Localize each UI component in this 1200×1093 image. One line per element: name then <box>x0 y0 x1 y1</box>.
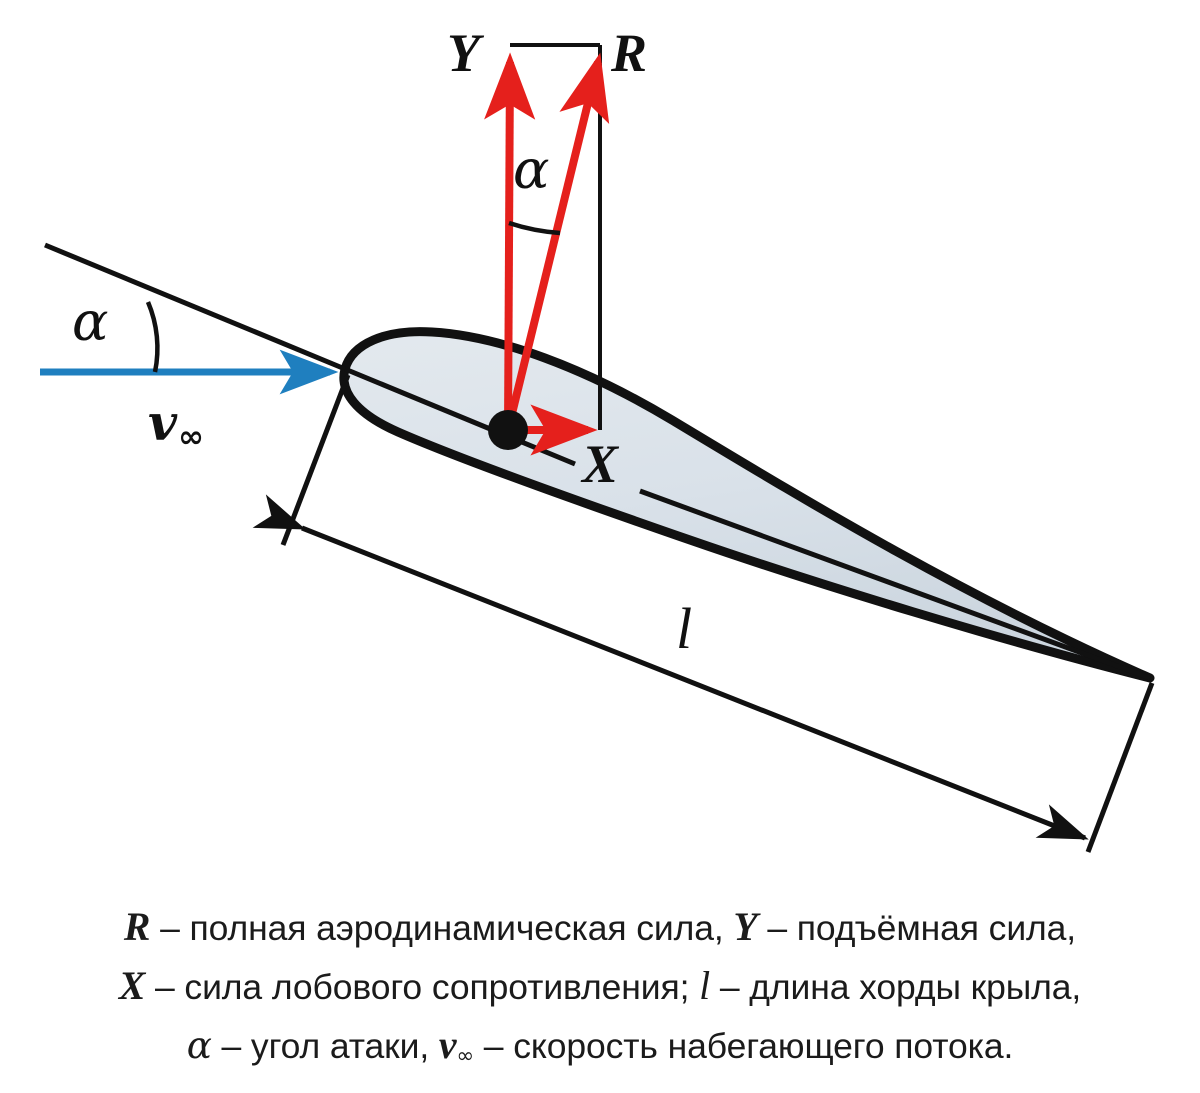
angle-of-attack-label-vectors: α <box>513 138 550 201</box>
figure-caption: R – полная аэродинамическая сила, Y – по… <box>0 898 1200 1075</box>
chord-length-label: l <box>676 596 693 661</box>
force-application-point <box>488 410 528 450</box>
caption-line-3-text-2: – скорость набегающего потока. <box>474 1025 1014 1066</box>
caption-symbol-v: v <box>438 1022 457 1067</box>
caption-symbol-alpha: α <box>186 1022 212 1067</box>
diagram-canvas <box>40 43 1155 853</box>
angle-of-attack-arc-flow <box>145 301 160 373</box>
drag-force-label: X <box>582 434 619 494</box>
resultant-force-vector-R <box>504 52 610 431</box>
lift-force-label: Y <box>447 23 480 83</box>
caption-symbol-Y: Y <box>733 905 758 949</box>
caption-symbol-vinfinity: v∞ <box>438 1022 475 1068</box>
freestream-velocity-symbol: v <box>148 393 178 452</box>
caption-line-1-text-2: – подъёмная сила, <box>757 908 1077 948</box>
caption-line-2: X – сила лобового сопротивления; l – дли… <box>0 957 1200 1016</box>
caption-line-1-text-1: – полная аэродинамическая сила, <box>150 908 734 948</box>
caption-line-3: α – угол атаки, v∞ – скорость набегающег… <box>0 1016 1200 1075</box>
freestream-velocity-subscript: ∞ <box>178 418 204 455</box>
lift-force-vector-Y <box>484 52 536 431</box>
freestream-velocity-label: v∞ <box>148 398 204 453</box>
caption-symbol-l: l <box>699 963 711 1008</box>
airfoil-shape <box>339 327 1155 683</box>
caption-symbol-infinity: ∞ <box>456 1042 475 1068</box>
caption-symbol-R: R <box>123 905 151 949</box>
caption-symbol-X: X <box>118 963 146 1008</box>
resultant-force-label: R <box>611 23 648 83</box>
angle-of-attack-arc-vectors <box>508 220 561 236</box>
caption-line-1: R – полная аэродинамическая сила, Y – по… <box>0 898 1200 957</box>
chord-dimension <box>252 374 1155 853</box>
caption-line-2-text-1: – сила лобового сопротивления; <box>145 966 700 1007</box>
caption-line-3-text-1: – угол атаки, <box>211 1025 439 1066</box>
caption-line-2-text-2: – длина хорды крыла, <box>710 966 1082 1007</box>
angle-of-attack-label-flow: α <box>72 290 109 353</box>
